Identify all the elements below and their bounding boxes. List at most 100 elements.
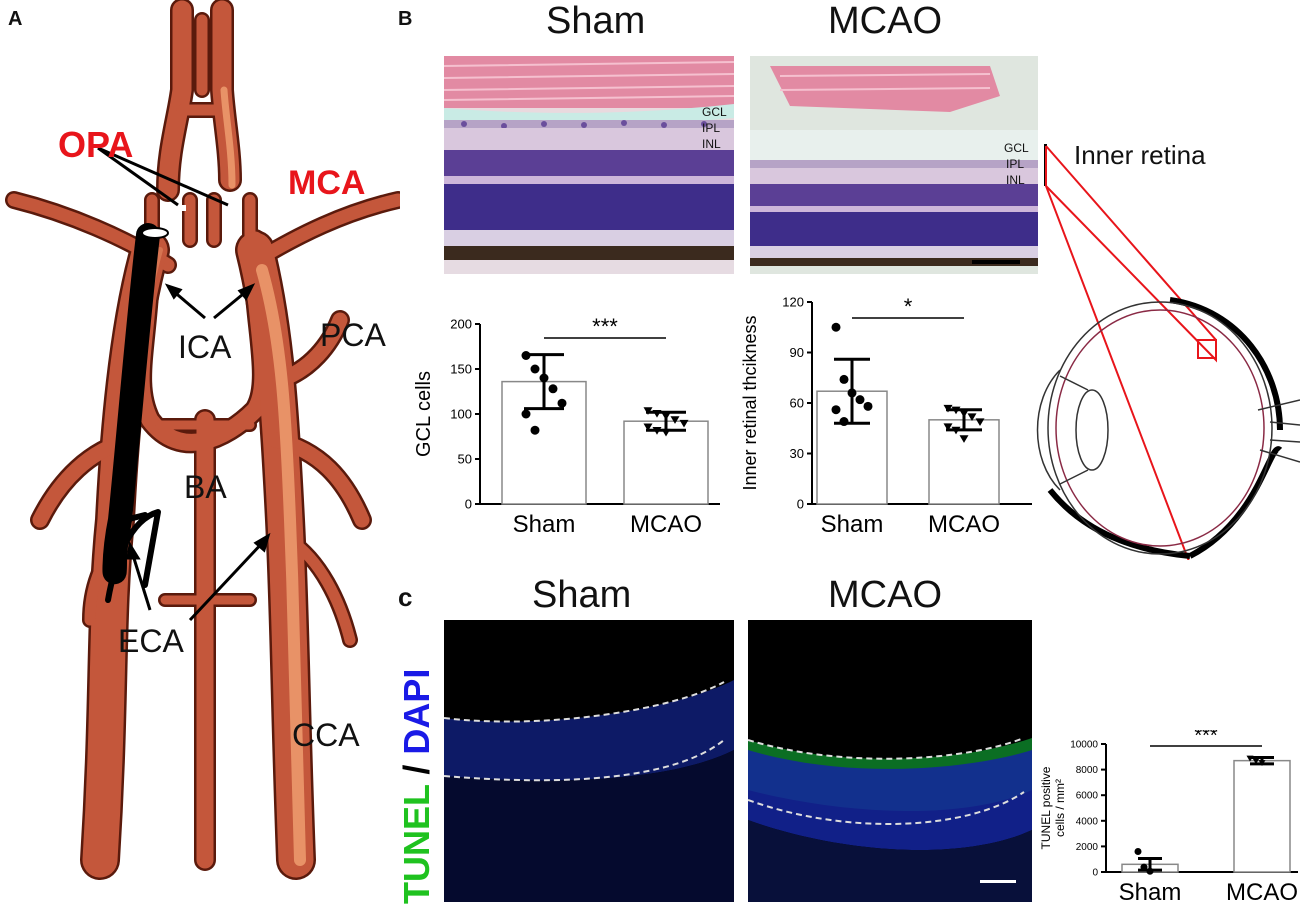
panel-label-b: B [398, 8, 413, 30]
he-histology-mcao: GCL IPL INL [750, 56, 1038, 274]
data-point-sham-1 [839, 374, 849, 384]
data-point-mcao-1 [951, 406, 961, 415]
inner-retina-label: Inner retina [1074, 140, 1206, 170]
panel-b-title-mcao: MCAO [828, 0, 942, 42]
y-tick-label-0: 0 [465, 497, 472, 512]
data-point-mcao-6 [652, 427, 662, 435]
data-point-sham-0 [831, 322, 841, 332]
data-point-sham-0 [521, 351, 531, 360]
data-point-sham-1 [1140, 863, 1148, 871]
vessel-label-cca: CCA [292, 717, 360, 753]
y-tick-label-2: 100 [450, 407, 472, 422]
layer-label-gcl-sham: GCL [702, 105, 727, 119]
data-point-mcao-3 [967, 413, 977, 421]
data-point-mcao-3 [670, 416, 680, 424]
category-label-mcao: MCAO [928, 511, 1000, 538]
category-label-mcao: MCAO [1226, 879, 1298, 906]
layer-label-inl-mcao: INL [1006, 173, 1025, 187]
bar-mcao [1233, 759, 1291, 873]
significance-label: *** [1194, 730, 1218, 747]
stain-label-tunel: TUNEL [396, 784, 437, 904]
stain-label: TUNEL / DAPI [396, 669, 438, 904]
bar-mcao [928, 419, 1000, 505]
data-point-mcao-1 [652, 409, 662, 418]
y-axis-label-1: cells / mm² [1053, 779, 1067, 837]
data-point-mcao-2 [959, 409, 969, 418]
data-point-mcao-7 [661, 428, 671, 437]
significance-label: *** [592, 314, 618, 339]
data-point-sham-6 [839, 417, 849, 427]
category-label-mcao: MCAO [630, 511, 702, 538]
data-point-mcao-6 [951, 426, 961, 435]
vessel-label-mca: MCA [288, 164, 365, 202]
fluorescence-image-sham [444, 620, 734, 902]
y-tick-label-4: 120 [782, 296, 804, 310]
category-label-sham: Sham [821, 511, 884, 538]
data-point-mcao-2 [1258, 760, 1266, 767]
y-tick-label-4: 200 [450, 317, 472, 332]
data-point-sham-6 [530, 425, 540, 435]
y-tick-label-3: 150 [450, 362, 472, 377]
y-tick-label-2: 60 [790, 396, 804, 411]
y-tick-label-0: 0 [1092, 868, 1098, 879]
data-point-sham-2 [539, 373, 549, 383]
panel-label-a: A [8, 8, 23, 30]
data-point-mcao-5 [943, 423, 953, 432]
y-tick-label-0: 0 [797, 497, 804, 512]
data-point-sham-1 [530, 364, 540, 374]
vessel-label-eca: ECA [118, 623, 184, 659]
layer-label-ipl-mcao: IPL [1006, 157, 1024, 171]
significance-label: * [904, 296, 913, 319]
vessel-diagram: OPA MCA ICA PCA BA ECA CCA [5, 0, 400, 880]
data-point-sham-3 [548, 384, 558, 394]
y-tick-label-1: 50 [458, 452, 472, 467]
y-tick-label-1: 30 [790, 446, 804, 461]
layer-label-gcl-mcao: GCL [1004, 141, 1029, 155]
data-point-sham-2 [1146, 867, 1154, 875]
vessel-label-pca: PCA [320, 317, 386, 353]
fluorescence-image-mcao [748, 620, 1032, 902]
data-point-sham-3 [855, 395, 865, 405]
layer-label-ipl-sham: IPL [702, 121, 720, 135]
stain-label-dapi: DAPI [396, 668, 437, 755]
data-point-sham-4 [557, 398, 567, 408]
panel-label-c: c [398, 582, 413, 612]
data-point-sham-5 [831, 405, 841, 415]
data-point-sham-2 [847, 388, 857, 398]
data-point-mcao-7 [959, 435, 969, 443]
he-histology-sham: GCL IPL INL [444, 56, 734, 274]
vessel-label-opa: OPA [58, 124, 133, 165]
y-tick-label-3: 90 [790, 345, 804, 360]
y-tick-label-5: 10000 [1070, 740, 1098, 751]
y-tick-label-4: 8000 [1076, 765, 1099, 776]
data-point-mcao-0 [1246, 755, 1254, 762]
panel-c-title-mcao: MCAO [828, 574, 942, 616]
data-point-mcao-0 [943, 404, 953, 413]
panel-c-title-sham: Sham [532, 574, 632, 616]
data-point-mcao-4 [975, 418, 985, 427]
data-point-sham-4 [863, 401, 873, 411]
stain-label-sep: / [396, 754, 437, 785]
data-point-mcao-0 [643, 407, 653, 415]
data-point-sham-0 [1134, 848, 1142, 856]
category-label-sham: Sham [513, 511, 576, 538]
eye-diagram [1036, 145, 1300, 560]
data-point-sham-5 [521, 409, 531, 419]
layer-label-inl-sham: INL [702, 137, 721, 151]
y-tick-label-3: 6000 [1076, 791, 1099, 802]
y-axis-label: GCL cells [413, 371, 435, 457]
vessel-label-ba: BA [184, 469, 227, 505]
y-axis-label: Inner retinal thcikness [742, 315, 760, 490]
category-label-sham: Sham [1119, 879, 1182, 906]
y-axis-label-0: TUNEL positive [1039, 766, 1053, 849]
data-point-mcao-1 [1252, 758, 1260, 765]
panel-b-title-sham: Sham [546, 0, 646, 42]
y-tick-label-2: 4000 [1076, 816, 1099, 827]
data-point-mcao-2 [661, 412, 671, 421]
vessel-label-ica: ICA [178, 329, 232, 365]
y-tick-label-1: 2000 [1076, 842, 1099, 853]
data-point-mcao-4 [679, 419, 689, 428]
